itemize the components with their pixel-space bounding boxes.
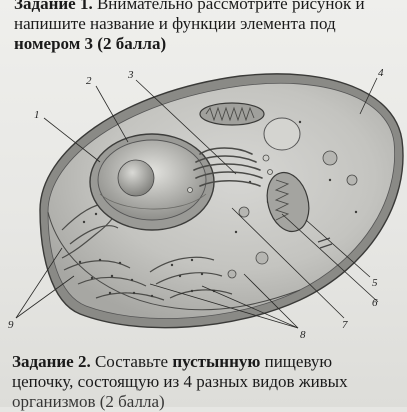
mitochondrion-top bbox=[199, 102, 265, 126]
vacuole bbox=[263, 117, 301, 151]
task-1-text-1: Внимательно рассмотрите рисунок и bbox=[92, 0, 365, 13]
task-2-line-3: организмов (2 балла) bbox=[12, 392, 165, 411]
task-1-line-3: номером 3 (2 балла) bbox=[14, 34, 167, 53]
golgi-apparatus bbox=[187, 147, 273, 193]
label-9: 9 bbox=[8, 319, 14, 331]
task-2-line-2: цепочку, состоящую из 4 разных видов жив… bbox=[12, 372, 348, 391]
label-4: 4 bbox=[378, 67, 384, 79]
task-1-line-2: напишите название и функции элемента под bbox=[14, 14, 336, 33]
label-2: 2 bbox=[86, 75, 92, 87]
task-1-label: Задание 1. bbox=[14, 0, 93, 13]
label-5: 5 bbox=[372, 277, 378, 289]
label-7: 7 bbox=[342, 319, 348, 331]
leader-lines bbox=[15, 77, 379, 329]
task-2-text-1a: Составьте bbox=[90, 352, 173, 371]
task-1-line-1: Задание 1. Внимательно рассмотрите рисун… bbox=[14, 0, 407, 14]
endoplasmic-reticulum bbox=[61, 203, 233, 301]
task-1: Задание 1. Внимательно рассмотрите рисун… bbox=[14, 0, 407, 54]
label-8: 8 bbox=[300, 329, 306, 341]
task-2-emphasis: пустынную bbox=[172, 352, 261, 371]
task-2-text-1b: пищевую bbox=[260, 352, 333, 371]
task-2-line-1: Задание 2. Составьте пустынную пищевую bbox=[12, 352, 407, 372]
cell-illustration: 1 2 3 4 5 6 7 8 9 bbox=[8, 67, 404, 341]
task-2: Задание 2. Составьте пустынную пищевую ц… bbox=[12, 352, 407, 412]
centrioles bbox=[317, 237, 333, 249]
nucleus bbox=[89, 133, 215, 231]
lysosomes bbox=[227, 150, 358, 279]
mitochondrion-right bbox=[266, 171, 310, 233]
label-3: 3 bbox=[127, 69, 134, 81]
task-2-label: Задание 2. bbox=[12, 352, 91, 371]
label-6: 6 bbox=[372, 297, 378, 309]
label-1: 1 bbox=[34, 109, 40, 121]
cell-diagram: 1 2 3 4 5 6 7 8 9 bbox=[0, 62, 407, 344]
